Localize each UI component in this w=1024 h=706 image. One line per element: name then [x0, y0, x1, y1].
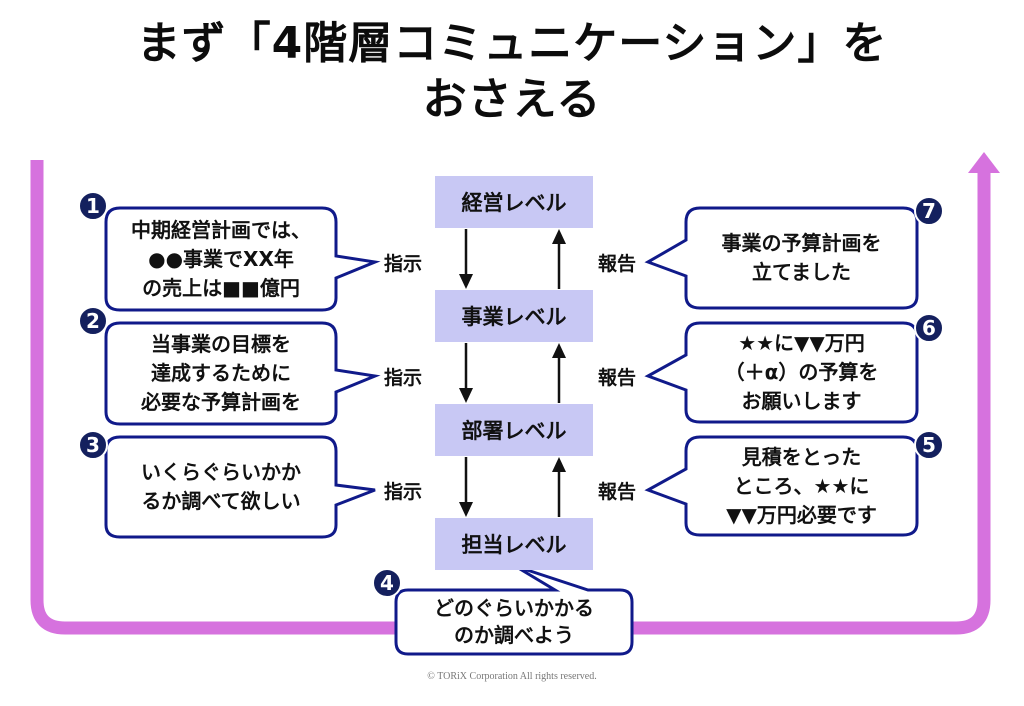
copyright-notice: © TORiX Corporation All rights reserved.: [427, 671, 597, 682]
message-line: ★★に▼▼万円: [738, 331, 865, 355]
level-box-staff: 担当レベル: [435, 518, 593, 570]
message-line: のか調べよう: [454, 623, 574, 647]
down-arrow-icon: [459, 457, 473, 517]
instruction-label: 指示: [384, 481, 423, 503]
step-7-message: 事業の予算計画を 立てました: [688, 210, 915, 306]
step-3-message: いくらぐらいかか るか調べて欲しい: [108, 439, 334, 535]
message-line: 事業の予算計画を: [721, 231, 882, 255]
speech-bubble-2: [104, 321, 381, 426]
step-6-message: ★★に▼▼万円 （＋α）の予算を お願いします: [688, 325, 915, 420]
step-4-message: どのぐらいかかる のか調べよう: [398, 592, 630, 652]
page-title-line-2: おさえる: [422, 74, 602, 125]
message-line: ところ、★★に: [733, 473, 870, 498]
message-line: ▼▼万円必要です: [726, 502, 877, 527]
message-line: どのぐらいかかる: [434, 596, 594, 620]
step-2-message: 当事業の目標を 達成するために 必要な予算計画を: [108, 325, 334, 422]
message-line: るか調べて欲しい: [141, 489, 301, 513]
report-label: 報告: [598, 367, 637, 389]
down-arrow-icon: [459, 229, 473, 289]
level-box-business: 事業レベル: [435, 290, 593, 342]
step-badge-7: 7: [914, 196, 944, 226]
level-label: 部署レベル: [461, 419, 567, 443]
instruction-label: 指示: [384, 367, 423, 389]
report-label: 報告: [598, 481, 637, 503]
message-line: いくらぐらいかか: [141, 460, 301, 484]
step-badge-5: 5: [914, 430, 944, 460]
message-line: 中期経営計画では、: [131, 217, 311, 242]
step-badge-1: 1: [78, 191, 108, 221]
level-label: 経営レベル: [461, 191, 567, 215]
speech-bubble-4: [394, 564, 634, 656]
step-1-message: 中期経営計画では、 ●●事業でXX年 の売上は■■億円: [108, 210, 334, 308]
message-line: 必要な予算計画を: [141, 390, 301, 414]
message-line: 達成するために: [151, 361, 291, 385]
step-5-message: 見積をとった ところ、★★に ▼▼万円必要です: [688, 439, 915, 533]
level-box-department: 部署レベル: [435, 404, 593, 456]
up-arrow-icon: [552, 457, 566, 517]
down-arrow-icon: [459, 343, 473, 403]
step-badge-3: 3: [78, 430, 108, 460]
step-badge-6: 6: [914, 313, 944, 343]
message-line: の売上は■■億円: [142, 275, 300, 300]
message-line: 立てました: [752, 260, 851, 284]
report-label: 報告: [598, 253, 637, 275]
speech-bubble-1: [104, 206, 381, 312]
up-arrow-icon: [552, 343, 566, 403]
message-line: 見積をとった: [741, 444, 862, 469]
level-box-executive: 経営レベル: [435, 176, 593, 228]
level-label: 担当レベル: [461, 533, 567, 557]
message-line: （＋α）の予算を: [724, 360, 879, 384]
step-badge-4: 4: [372, 568, 402, 598]
message-line: お願いします: [741, 389, 862, 413]
message-line: 当事業の目標を: [151, 332, 291, 356]
message-line: ●●事業でXX年: [148, 246, 294, 271]
step-badge-2: 2: [78, 306, 108, 336]
page-title-line-1: まず「4階層コミュニケーション」を: [136, 18, 888, 69]
up-arrow-icon: [552, 229, 566, 289]
flow-loop-arrowhead-icon: [968, 152, 1000, 173]
instruction-label: 指示: [384, 253, 423, 275]
level-label: 事業レベル: [461, 305, 567, 329]
